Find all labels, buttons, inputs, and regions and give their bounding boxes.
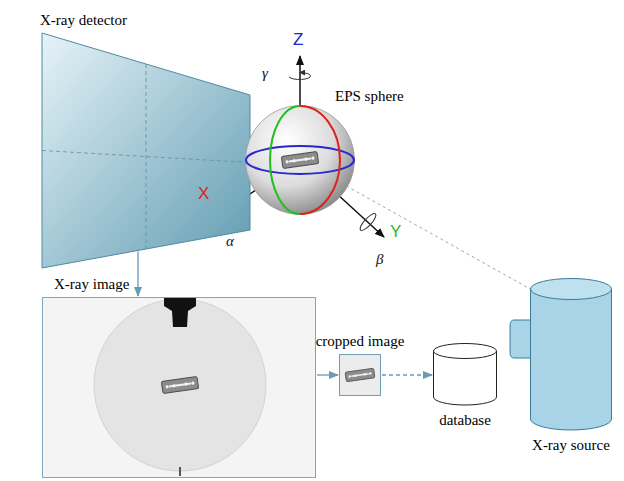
rotation-label: γ bbox=[262, 64, 268, 82]
connector bbox=[382, 374, 432, 375]
node-shape bbox=[42, 33, 250, 268]
node-shape bbox=[433, 343, 497, 405]
razor-blade bbox=[281, 152, 318, 169]
xray-source-cylinder: X-ray source bbox=[530, 278, 612, 430]
connector bbox=[348, 187, 532, 290]
blade-body bbox=[161, 377, 198, 394]
blade-body bbox=[281, 152, 318, 169]
pin bbox=[179, 467, 181, 476]
cylinder-body bbox=[434, 351, 497, 405]
equator-blue bbox=[246, 146, 354, 174]
connector bbox=[317, 374, 338, 375]
cylinder-top bbox=[434, 344, 497, 359]
source-top bbox=[531, 279, 612, 300]
detector-centerline bbox=[146, 64, 147, 249]
blade-slot bbox=[169, 383, 191, 386]
node-label: X-ray detector bbox=[40, 11, 127, 29]
blade-hole bbox=[292, 159, 296, 163]
blade-hole bbox=[172, 384, 176, 388]
source-body bbox=[531, 289, 612, 430]
blade-hole bbox=[184, 382, 188, 386]
node-shape bbox=[339, 354, 381, 396]
blade-slot bbox=[289, 158, 311, 161]
rotation-label: α bbox=[226, 232, 234, 250]
node-label: X-ray source bbox=[532, 436, 610, 454]
node-label: EPS sphere bbox=[335, 87, 404, 105]
node-label: database bbox=[439, 411, 491, 429]
rotation-label: β bbox=[376, 250, 383, 268]
axis-label: X bbox=[198, 184, 209, 204]
razor-blade bbox=[345, 368, 375, 382]
holder bbox=[164, 298, 196, 327]
blade-body bbox=[345, 368, 375, 382]
database-cylinder: database bbox=[433, 343, 497, 405]
meridian-red bbox=[300, 106, 340, 214]
xray-image-box: X-ray image bbox=[42, 297, 316, 478]
axis-label: Y bbox=[390, 222, 401, 242]
eps-sphere: EPS sphere bbox=[245, 105, 355, 215]
rotation-beta bbox=[358, 212, 378, 233]
sphere-body bbox=[246, 106, 355, 215]
cropped-image-box: cropped image bbox=[339, 354, 381, 396]
blade-hole bbox=[348, 375, 351, 378]
blade-hole bbox=[285, 160, 289, 164]
blade-hole bbox=[165, 385, 169, 389]
connector bbox=[137, 251, 138, 296]
node-shape bbox=[245, 105, 355, 215]
blade-hole bbox=[191, 381, 195, 385]
razor-blade bbox=[161, 377, 198, 394]
blade-hole bbox=[369, 372, 372, 375]
node-label: X-ray image bbox=[54, 275, 129, 293]
crop-frame bbox=[340, 355, 381, 396]
blade-hole bbox=[304, 157, 308, 161]
node-shape bbox=[530, 278, 612, 430]
node-shape bbox=[42, 297, 316, 478]
axis-label: Z bbox=[293, 30, 303, 50]
blade-hole bbox=[354, 374, 357, 377]
sphere-shadow bbox=[94, 299, 266, 471]
detector-outline bbox=[42, 33, 250, 268]
blade-hole bbox=[363, 373, 366, 376]
rotation-gamma bbox=[289, 73, 311, 80]
image-frame bbox=[43, 298, 316, 478]
blade-hole bbox=[311, 156, 315, 160]
blade-slot bbox=[351, 374, 368, 376]
detector-panel: X-ray detector bbox=[42, 33, 250, 268]
source-port bbox=[510, 320, 532, 358]
node-label: cropped image bbox=[316, 332, 405, 350]
